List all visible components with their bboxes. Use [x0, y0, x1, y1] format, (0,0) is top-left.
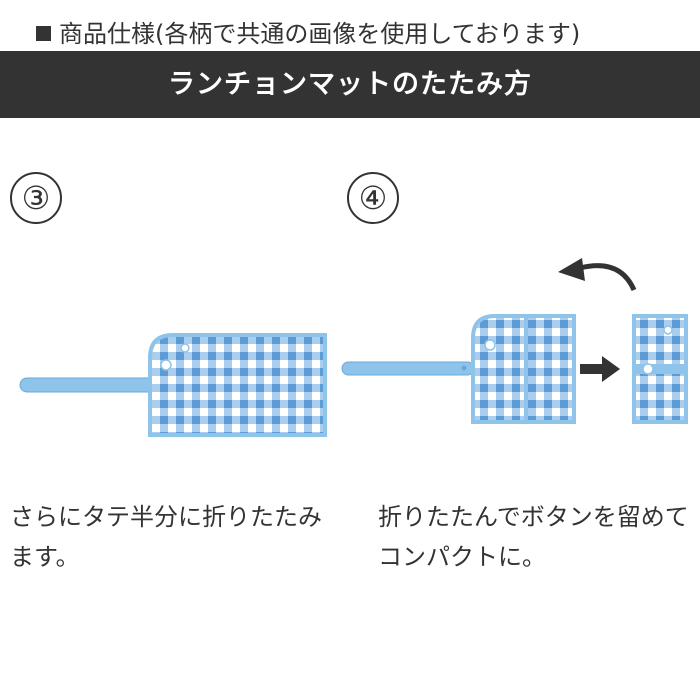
step-4-compact-strap — [634, 364, 686, 374]
right-arrow-icon — [580, 356, 620, 382]
curved-arrow-icon — [558, 258, 637, 292]
step-3-mat — [19, 333, 327, 437]
step-4-mat-folding — [341, 314, 576, 424]
step-4-description: 折りたたんでボタンを留めてコンパクトに。 — [378, 503, 689, 571]
step-4-strap — [341, 361, 475, 376]
step-3-number: ③ — [10, 172, 62, 224]
step-4-mat-compact — [632, 314, 688, 424]
spec-heading-text: 商品仕様(各柄で共通の画像を使用しております) — [59, 20, 581, 48]
square-bullet-icon — [36, 26, 51, 41]
step-3-button-icon — [160, 359, 172, 371]
step-4-compact-button-icon — [642, 363, 654, 375]
step-3-strap — [19, 377, 161, 393]
step-4-number: ④ — [347, 172, 399, 224]
banner-title: ランチョンマットのたたみ方 — [0, 51, 700, 118]
step-4-mat-back — [471, 314, 528, 424]
step-4-mat-front — [524, 314, 576, 424]
step-3-mat-body — [148, 333, 327, 437]
spec-heading: 商品仕様(各柄で共通の画像を使用しております) — [36, 18, 580, 50]
step-4-button-icon — [484, 339, 496, 351]
step-3-description: さらにタテ半分に折りたたみます。 — [10, 503, 322, 571]
